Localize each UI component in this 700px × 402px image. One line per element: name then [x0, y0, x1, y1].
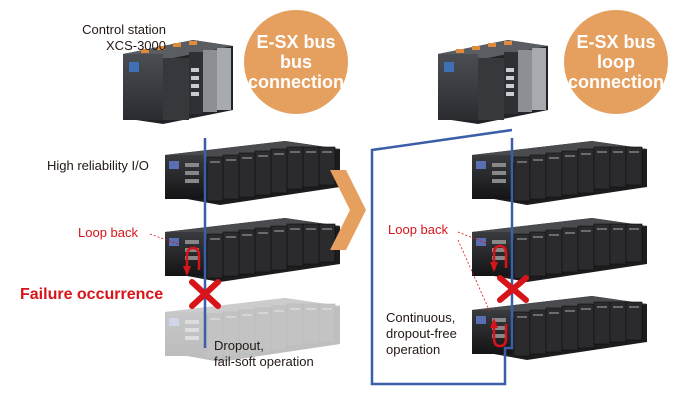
left-loopback-arrow-icon: [185, 246, 201, 274]
right-io-rack-1-icon: [471, 140, 648, 206]
left-bus-circle: E-SX bus bus connection: [244, 10, 348, 114]
left-failure-x-icon: [189, 279, 221, 309]
continuous-line2: dropout-free: [386, 326, 457, 341]
continuous-line1: Continuous,: [386, 310, 456, 325]
station-label-line1: Control station: [82, 22, 166, 37]
left-loopback-label: Loop back: [78, 225, 138, 240]
right-io-rack-2-icon: [471, 217, 648, 283]
left-io-rack-2-icon: [164, 217, 341, 283]
left-circle-line1: E-SX bus: [256, 32, 336, 52]
right-loop-circle: E-SX bus loop connection: [564, 10, 668, 114]
right-controller-icon: [438, 40, 548, 124]
failure-label: Failure occurrence: [20, 286, 164, 303]
left-io-rack-1-icon: [164, 140, 341, 206]
transition-arrow-icon: [330, 170, 366, 250]
right-circle-line1: E-SX bus: [576, 32, 656, 52]
dropout-label: Dropout, fail-soft operation: [214, 338, 314, 370]
continuous-label: Continuous, dropout-free operation: [386, 310, 457, 358]
right-loopback-arrow-top-icon: [492, 244, 508, 270]
station-label: Control station XCS-3000: [72, 22, 166, 54]
left-circle-line3: connection: [247, 72, 344, 92]
right-failure-x-icon: [497, 275, 529, 303]
station-label-line2: XCS-3000: [106, 38, 166, 53]
right-circle-line3: connection: [567, 72, 664, 92]
left-circle-line2: bus: [279, 52, 312, 72]
continuous-line3: operation: [386, 342, 441, 357]
dropout-line1: Dropout,: [214, 338, 264, 353]
right-loopback-arrow-bottom-icon: [492, 322, 508, 348]
io-label: High reliability I/O: [47, 158, 149, 173]
dropout-line2: fail-soft operation: [214, 354, 314, 369]
right-loop-line: [370, 128, 514, 386]
right-circle-line2: loop: [597, 52, 635, 72]
right-loopback-label: Loop back: [388, 222, 448, 237]
right-io-rack-3-icon: [471, 295, 648, 361]
